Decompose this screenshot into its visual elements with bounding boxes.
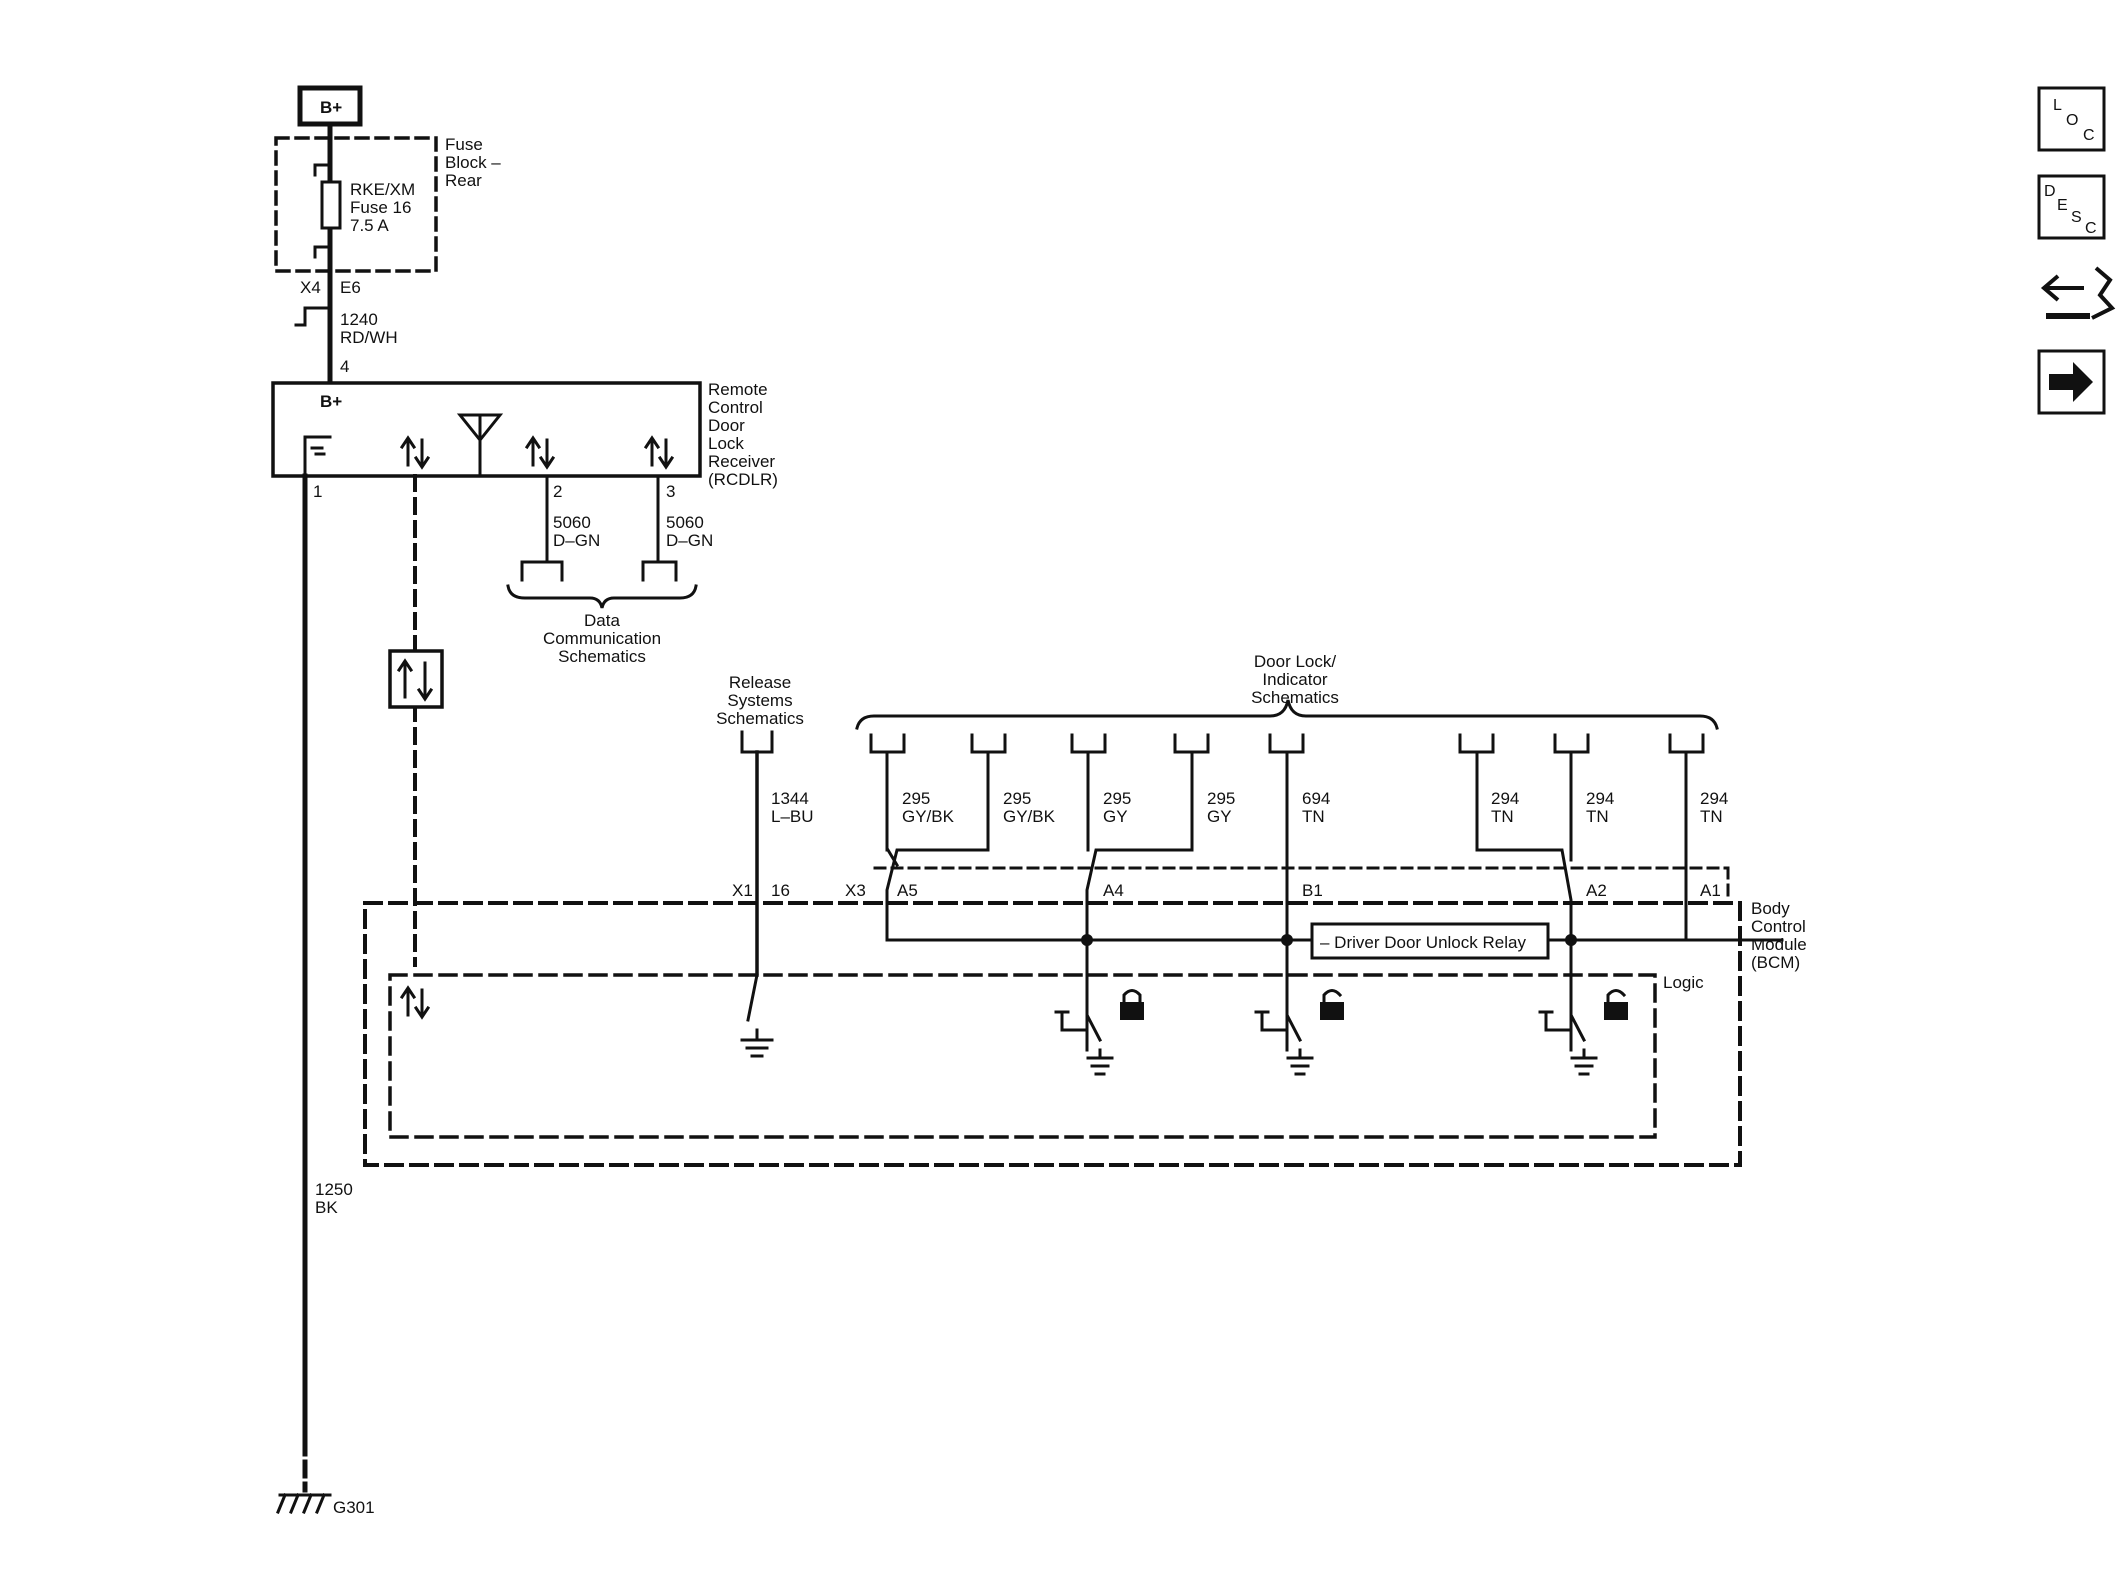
logic-label: Logic	[1663, 973, 1704, 992]
serial-data-box	[388, 649, 444, 709]
relay-label: – Driver Door Unlock Relay	[1320, 933, 1526, 952]
wire-3-color: GY	[1103, 807, 1128, 826]
door-lock-link-1[interactable]: Door Lock/	[1254, 652, 1336, 671]
data-comm-link-3[interactable]: Schematics	[558, 647, 646, 666]
fuse-connector-label: X4	[300, 278, 321, 297]
wire-5-circuit: 694	[1302, 789, 1330, 808]
connector-view-button[interactable]	[2039, 262, 2104, 324]
logic-outline	[388, 973, 1657, 1139]
loc-button[interactable]: L O C	[2053, 97, 2095, 144]
rcdlr-label-1: Remote	[708, 380, 768, 399]
wire-3-circuit: 295	[1103, 789, 1131, 808]
bcm-pin-a4: A4	[1103, 881, 1124, 900]
wire-4-circuit: 295	[1207, 789, 1235, 808]
rcdlr-bplus: B+	[320, 392, 342, 411]
next-button[interactable]	[2039, 351, 2104, 413]
bcm-label-2: Control	[1751, 917, 1806, 936]
data-comm-link-1[interactable]: Data	[584, 611, 620, 630]
bplus-source-label: B+	[320, 98, 342, 117]
wire-4-color: GY	[1207, 807, 1232, 826]
bcm-pin-b1: B1	[1302, 881, 1323, 900]
desc-button-frame	[2037, 174, 2106, 240]
wire-2-color: GY/BK	[1003, 807, 1056, 826]
wire-6-circuit: 294	[1491, 789, 1519, 808]
wire-2-circuit: 295	[1003, 789, 1031, 808]
rcdlr-label-3: Door	[708, 416, 745, 435]
rcdlr-label-2: Control	[708, 398, 763, 417]
bcm-label-4: (BCM)	[1751, 953, 1800, 972]
bcm-connector: X3	[845, 881, 866, 900]
next-arrow-icon	[2049, 362, 2093, 402]
door-lock-link-2[interactable]: Indicator	[1262, 670, 1328, 689]
bcm-pin-a1: A1	[1700, 881, 1721, 900]
loc-button-frame	[2037, 86, 2106, 152]
ground-point-label: G301	[333, 1498, 375, 1517]
fuse-label-2: Fuse 16	[350, 198, 411, 217]
fuse-label-1: RKE/XM	[350, 180, 415, 199]
release-link-1[interactable]: Release	[729, 673, 791, 692]
rcdlr-box	[271, 381, 702, 478]
fuse-label-3: 7.5 A	[350, 216, 389, 235]
wire-7-color: TN	[1586, 807, 1609, 826]
fuse-block-label-2: Block –	[445, 153, 501, 172]
data-b-pin: 3	[666, 482, 675, 501]
supply-pin: 4	[340, 357, 349, 376]
wire-5-color: TN	[1302, 807, 1325, 826]
wire-1-color: GY/BK	[902, 807, 955, 826]
bcm-pin-a5: A5	[897, 881, 918, 900]
fuse-block-label-1: Fuse	[445, 135, 483, 154]
bcm-pin-a2: A2	[1586, 881, 1607, 900]
data-b-circuit: 5060	[666, 513, 704, 532]
desc-letter-c: C	[2085, 220, 2097, 237]
bcm-label-3: Module	[1751, 935, 1807, 954]
next-button-frame	[2037, 349, 2106, 415]
wire-8-circuit: 294	[1700, 789, 1728, 808]
relay-box	[1310, 922, 1550, 960]
data-a-color: D–GN	[553, 531, 600, 550]
loc-letter-l: L	[2053, 97, 2062, 114]
release-color: L–BU	[771, 807, 814, 826]
desc-button[interactable]: D E S C	[2044, 183, 2097, 237]
desc-letter-d: D	[2044, 183, 2056, 200]
fuse-block-label-3: Rear	[445, 171, 482, 190]
data-a-circuit: 5060	[553, 513, 591, 532]
desc-letter-e: E	[2057, 197, 2068, 214]
ground-circuit: 1250	[315, 1180, 353, 1199]
connector-view-icon	[2040, 266, 2116, 320]
release-link-2[interactable]: Systems	[727, 691, 792, 710]
wire-8-color: TN	[1700, 807, 1723, 826]
bcm-outline	[363, 901, 1742, 1167]
wire-6-color: TN	[1491, 807, 1514, 826]
fuse-pin-label: E6	[340, 278, 361, 297]
data-a-pin: 2	[553, 482, 562, 501]
fuse-symbol	[320, 180, 342, 230]
loc-letter-o: O	[2066, 112, 2078, 129]
data-b-color: D–GN	[666, 531, 713, 550]
supply-color: RD/WH	[340, 328, 398, 347]
wire-1-circuit: 295	[902, 789, 930, 808]
loc-letter-c: C	[2083, 127, 2095, 144]
release-circuit: 1344	[771, 789, 809, 808]
ground-pin: 1	[313, 482, 322, 501]
bcm-label-1: Body	[1751, 899, 1790, 918]
data-comm-link-2[interactable]: Communication	[543, 629, 661, 648]
rcdlr-label-4: Lock	[708, 434, 744, 453]
rcdlr-label-6: (RCDLR)	[708, 470, 778, 489]
ground-color: BK	[315, 1198, 338, 1217]
door-lock-link-3[interactable]: Schematics	[1251, 688, 1339, 707]
rcdlr-label-5: Receiver	[708, 452, 775, 471]
supply-circuit: 1240	[340, 310, 378, 329]
release-pin: 16	[771, 881, 790, 900]
wire-7-circuit: 294	[1586, 789, 1614, 808]
desc-letter-s: S	[2071, 209, 2082, 226]
fuse-block-outline	[274, 136, 438, 273]
release-link-3[interactable]: Schematics	[716, 709, 804, 728]
release-connector: X1	[732, 881, 753, 900]
